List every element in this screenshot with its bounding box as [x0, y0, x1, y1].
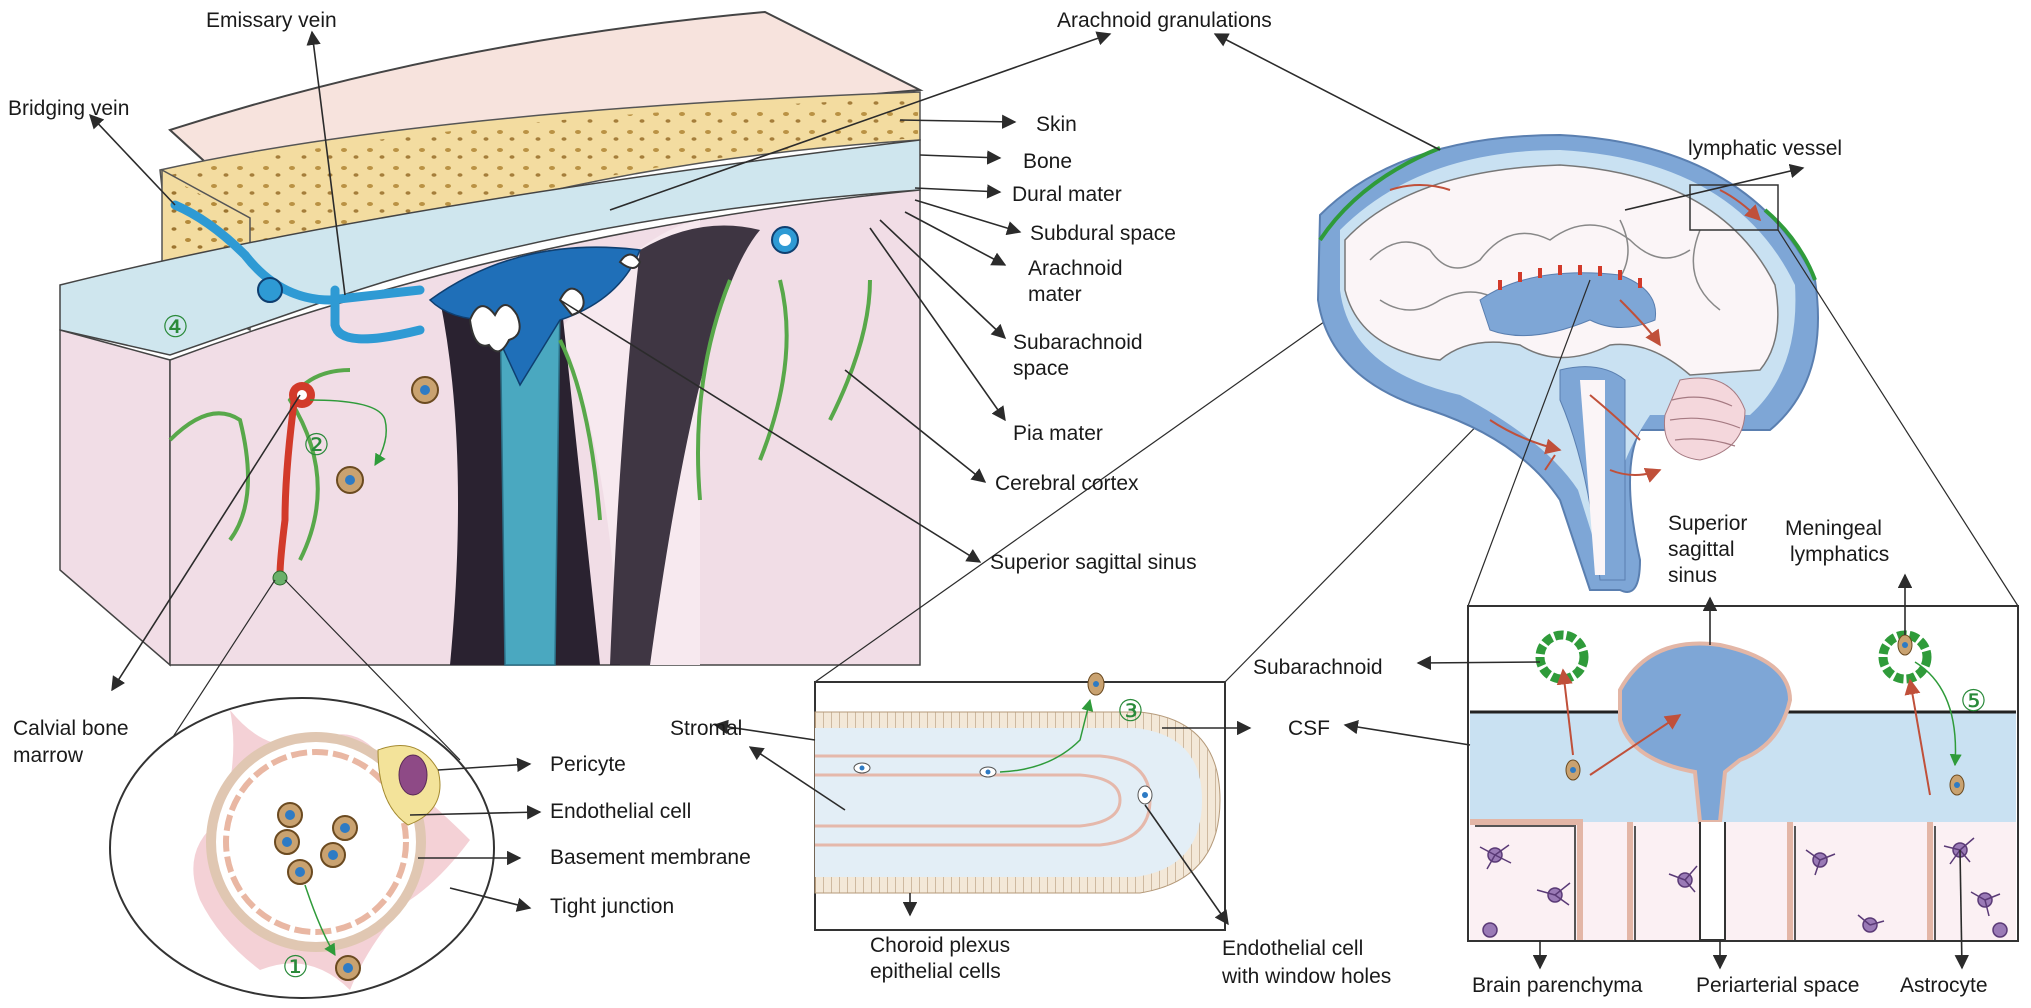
- label-calvial-bone-marrow-2: marrow: [13, 744, 84, 767]
- label-arachnoid-mater-1: Arachnoid: [1028, 257, 1123, 280]
- meningeal-lymphatics-arc: [1318, 146, 1817, 281]
- label-choroid-plexus-2: epithelial cells: [870, 960, 1001, 983]
- label-endothelial-cell: Endothelial cell: [550, 800, 691, 823]
- sagittal-brain: [1316, 133, 2019, 607]
- label-lymphatic-vessel: lymphatic vessel: [1688, 137, 1842, 160]
- label-pericyte: Pericyte: [550, 753, 626, 776]
- label-sss-inset-3: sinus: [1668, 564, 1717, 587]
- marker-2: ②: [303, 428, 330, 463]
- label-csf: CSF: [1288, 717, 1330, 740]
- label-basement-membrane: Basement membrane: [550, 846, 751, 869]
- label-endothelial-window-2: with window holes: [1221, 965, 1391, 988]
- label-tight-junction: Tight junction: [550, 895, 674, 918]
- sinus-shape: [1618, 641, 1793, 824]
- label-bridging-vein: Bridging vein: [8, 97, 129, 120]
- pia-mater-lines: [168, 279, 872, 561]
- label-subarachnoid: Subarachnoid: [1253, 656, 1383, 679]
- marker-1: ①: [282, 950, 309, 985]
- label-meningeal-lymphatics-2: lymphatics: [1790, 543, 1889, 566]
- artery: [276, 394, 299, 576]
- label-stromal: Stromal: [670, 717, 742, 740]
- label-calvial-bone-marrow-1: Calvial bone: [13, 717, 129, 740]
- label-arachnoid-mater-2: mater: [1028, 283, 1082, 306]
- marker-4: ④: [162, 310, 189, 345]
- bridging-vein: [170, 200, 425, 305]
- marker-5: ⑤: [1960, 684, 1987, 719]
- label-subarachnoid-space-2: space: [1013, 357, 1069, 380]
- label-brain-parenchyma: Brain parenchyma: [1472, 974, 1643, 997]
- leader-lines: [89, 30, 1969, 970]
- label-sss-inset-2: sagittal: [1668, 538, 1735, 561]
- label-skin: Skin: [1036, 113, 1077, 136]
- label-choroid-plexus-1: Choroid plexus: [870, 934, 1010, 957]
- csf-drainage-inset: [1467, 605, 2019, 942]
- label-cerebral-cortex: Cerebral cortex: [995, 472, 1139, 495]
- label-subarachnoid-space-1: Subarachnoid: [1013, 331, 1143, 354]
- choroid-plexus-inset: [814, 279, 1621, 931]
- emissary-vein: [330, 285, 425, 344]
- label-sss-inset-1: Superior: [1668, 512, 1747, 535]
- label-emissary-vein: Emissary vein: [206, 9, 337, 32]
- label-endothelial-window-1: Endothelial cell: [1222, 937, 1363, 960]
- label-superior-sagittal-sinus: Superior sagittal sinus: [990, 551, 1197, 574]
- superior-sagittal-sinus-shape: [428, 246, 642, 387]
- arachnoid-granulation-shapes: [468, 253, 642, 353]
- label-subdural-space: Subdural space: [1030, 222, 1176, 245]
- choroid-red-marks: [1498, 265, 1642, 290]
- label-meningeal-lymphatics-1: Meningeal: [1785, 517, 1882, 540]
- label-pia-mater: Pia mater: [1013, 422, 1103, 445]
- label-bone: Bone: [1023, 150, 1072, 173]
- labels: Emissary vein Bridging vein Arachnoid gr…: [8, 9, 1988, 997]
- step-markers: ① ② ③ ④ ⑤: [162, 310, 1987, 985]
- lymph-vessel-left: [1535, 630, 1589, 684]
- immune-cells-left: [336, 376, 439, 494]
- cortex-block: [59, 10, 924, 667]
- label-dural-mater: Dural mater: [1012, 183, 1122, 206]
- cortex-front: [59, 329, 171, 667]
- label-arachnoid-granulations: Arachnoid granulations: [1057, 9, 1272, 32]
- ventricle: [1479, 272, 1657, 337]
- blood-cells: [274, 802, 361, 981]
- label-astrocyte: Astrocyte: [1900, 974, 1988, 997]
- marker-3: ③: [1117, 694, 1144, 729]
- label-periarterial-space: Periarterial space: [1696, 974, 1859, 997]
- vessel-inset: [109, 579, 495, 999]
